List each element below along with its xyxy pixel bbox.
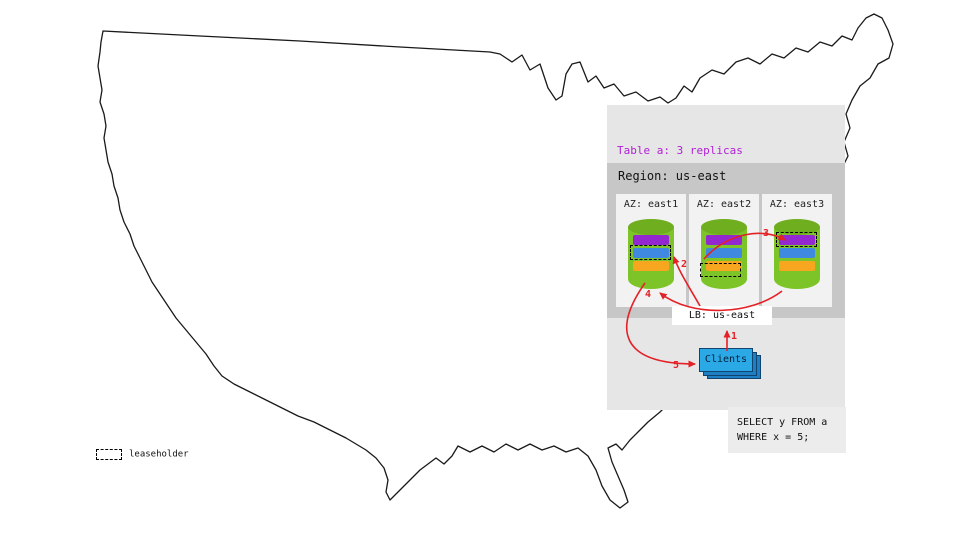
legend-table-a: Table a: 3 replicas [617,144,743,157]
sql-line-2: WHERE x = 5; [737,432,810,443]
az-east2: AZ: east2 [689,194,759,307]
clients-stack: Clients [699,348,763,380]
leaseholder-key: leaseholder [96,449,189,460]
replica-index-a [779,248,815,258]
arrow-5-label: 5 [673,360,680,371]
leaseholder-outline-table-b [700,263,741,277]
region-panel: Region: us-east AZ: east1 AZ: east2 [607,163,845,318]
replica-table-b [779,261,815,271]
replica-table-a [779,235,815,245]
clients-card-front: Clients [699,348,753,372]
cylinder-top [628,219,674,235]
arrow-2-label: 2 [681,259,688,270]
az-east2-label: AZ: east2 [696,199,752,210]
leaseholder-outline-table-a [776,232,817,247]
replica-table-b [633,261,669,271]
az-east3: AZ: east3 [762,194,832,307]
db-node-east3 [774,219,820,289]
db-node-east2 [700,219,747,289]
sql-line-1: SELECT y FROM a [737,417,828,428]
cylinder-top [701,219,747,235]
leaseholder-outline-index-a [630,245,671,260]
sql-query-box: SELECT y FROM a WHERE x = 5; [728,407,846,453]
db-node-east1 [628,219,674,289]
arrow-4-label: 4 [645,289,652,300]
arrow-1-label: 1 [731,331,738,342]
replica-table-a [633,235,669,245]
replica-index-a [633,248,669,258]
region-title: Region: us-east [618,169,727,183]
leaseholder-key-label: leaseholder [129,449,189,460]
az-east3-label: AZ: east3 [769,199,825,210]
arrow-3-label: 3 [763,228,770,239]
az-east1-label: AZ: east1 [623,199,679,210]
replica-table-a [706,235,742,245]
cylinder-top [774,219,820,235]
replica-index-a [706,248,742,258]
leaseholder-dashed-icon [96,449,122,460]
load-balancer: LB: us-east [672,306,772,325]
replica-table-b [706,261,742,271]
